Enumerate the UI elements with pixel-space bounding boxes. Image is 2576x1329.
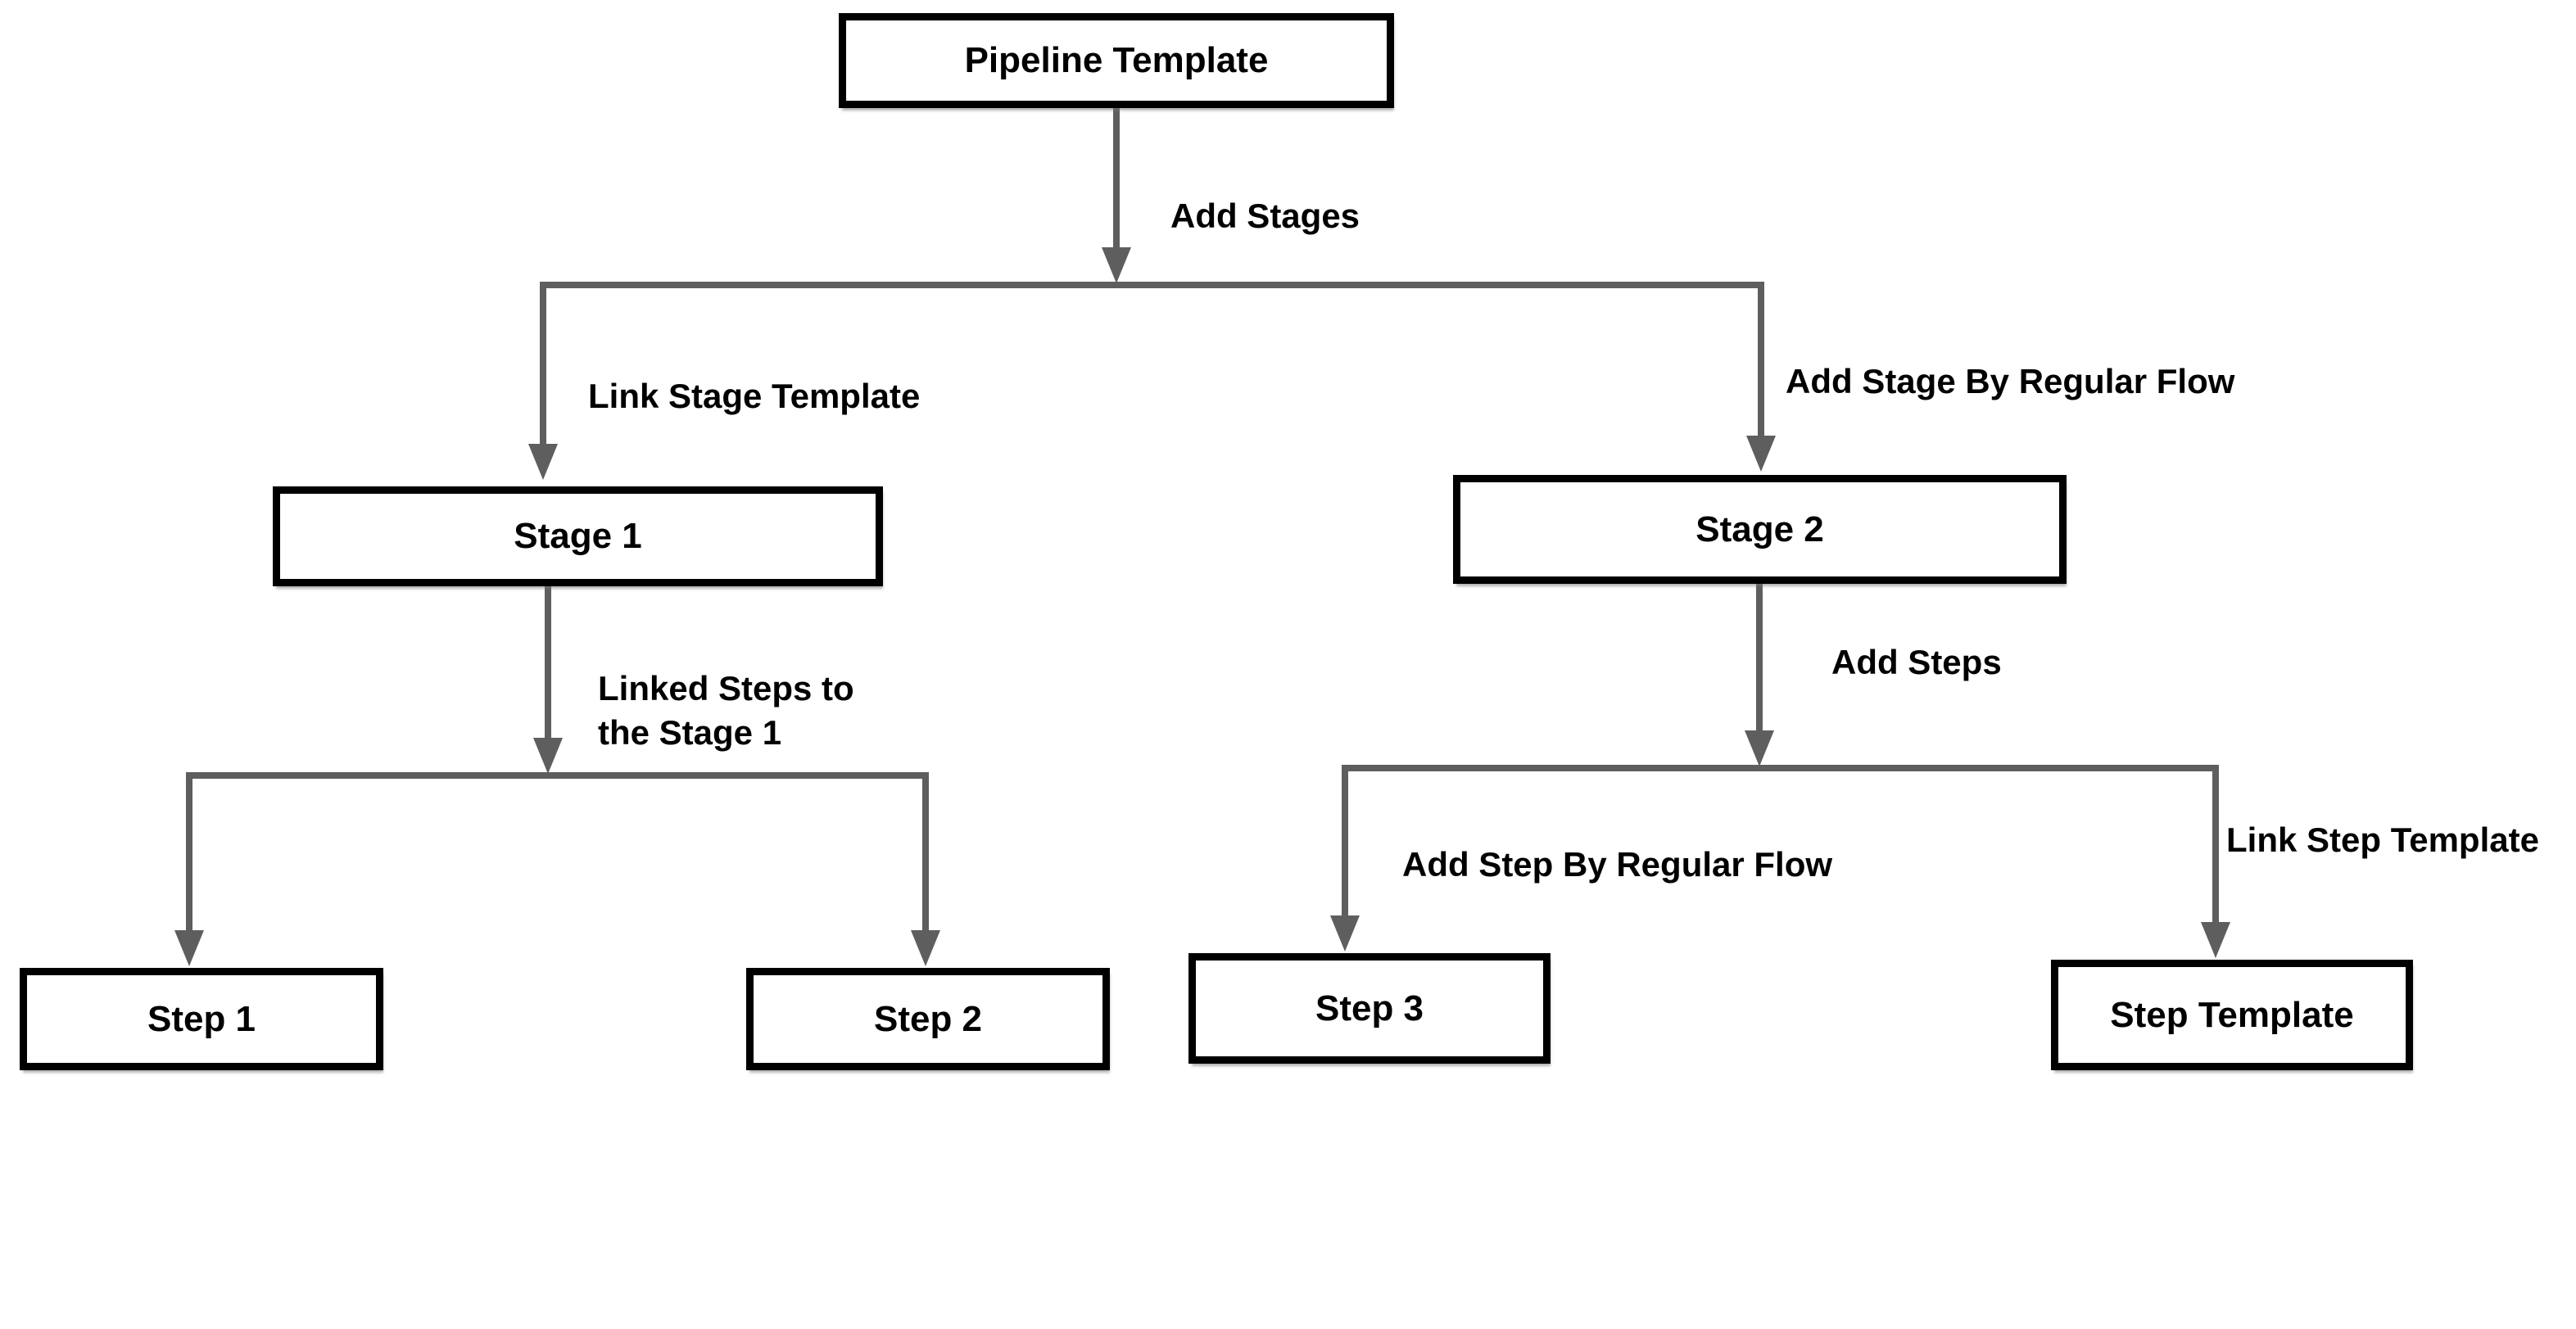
node-label: Stage 2	[1695, 509, 1824, 549]
node-label: Step Template	[2110, 994, 2354, 1035]
node-label: Step 3	[1315, 988, 1424, 1028]
node-pipeline-template: Pipeline Template	[839, 13, 1394, 108]
edge-label-link-step-template: Link Step Template	[2226, 820, 2539, 859]
edge-label-add-stage-by-regular-flow: Add Stage By Regular Flow	[1786, 362, 2235, 400]
edge-label-add-stages: Add Stages	[1170, 197, 1360, 235]
node-stage-1: Stage 1	[273, 486, 883, 586]
arrowhead-down-icon	[2201, 922, 2230, 958]
arrowhead-down-icon	[528, 444, 558, 480]
arrowhead-down-icon	[1102, 247, 1131, 283]
node-step-template: Step Template	[2051, 960, 2413, 1070]
node-label: Step 1	[147, 998, 256, 1039]
arrowhead-down-icon	[1330, 915, 1360, 952]
arrowhead-down-icon	[1745, 730, 1774, 766]
node-label: Pipeline Template	[964, 40, 1269, 80]
edge-label-linked-steps-to-the-stage-1: Linked Steps to the Stage 1	[598, 667, 893, 755]
edge-stage-branch-bracket	[540, 282, 1764, 447]
edge-label-add-step-by-regular-flow: Add Step By Regular Flow	[1402, 845, 1833, 884]
node-label: Stage 1	[514, 516, 642, 556]
node-step-3: Step 3	[1188, 953, 1551, 1064]
node-step-1: Step 1	[20, 968, 383, 1070]
node-step-2: Step 2	[746, 968, 1110, 1070]
edge-label-line-1: Linked Steps to	[598, 669, 854, 707]
node-label: Step 2	[873, 998, 983, 1039]
arrowhead-down-icon	[911, 930, 940, 966]
arrowhead-down-icon	[174, 930, 204, 966]
arrowhead-down-icon	[533, 738, 563, 774]
arrowhead-down-icon	[1746, 436, 1776, 472]
edge-step-branch-bracket-left	[186, 772, 929, 933]
edge-label-link-stage-template: Link Stage Template	[588, 377, 921, 415]
edge-label-line-2: the Stage 1	[598, 713, 782, 752]
edge-label-add-steps: Add Steps	[1831, 643, 2002, 681]
node-stage-2: Stage 2	[1453, 475, 2067, 584]
